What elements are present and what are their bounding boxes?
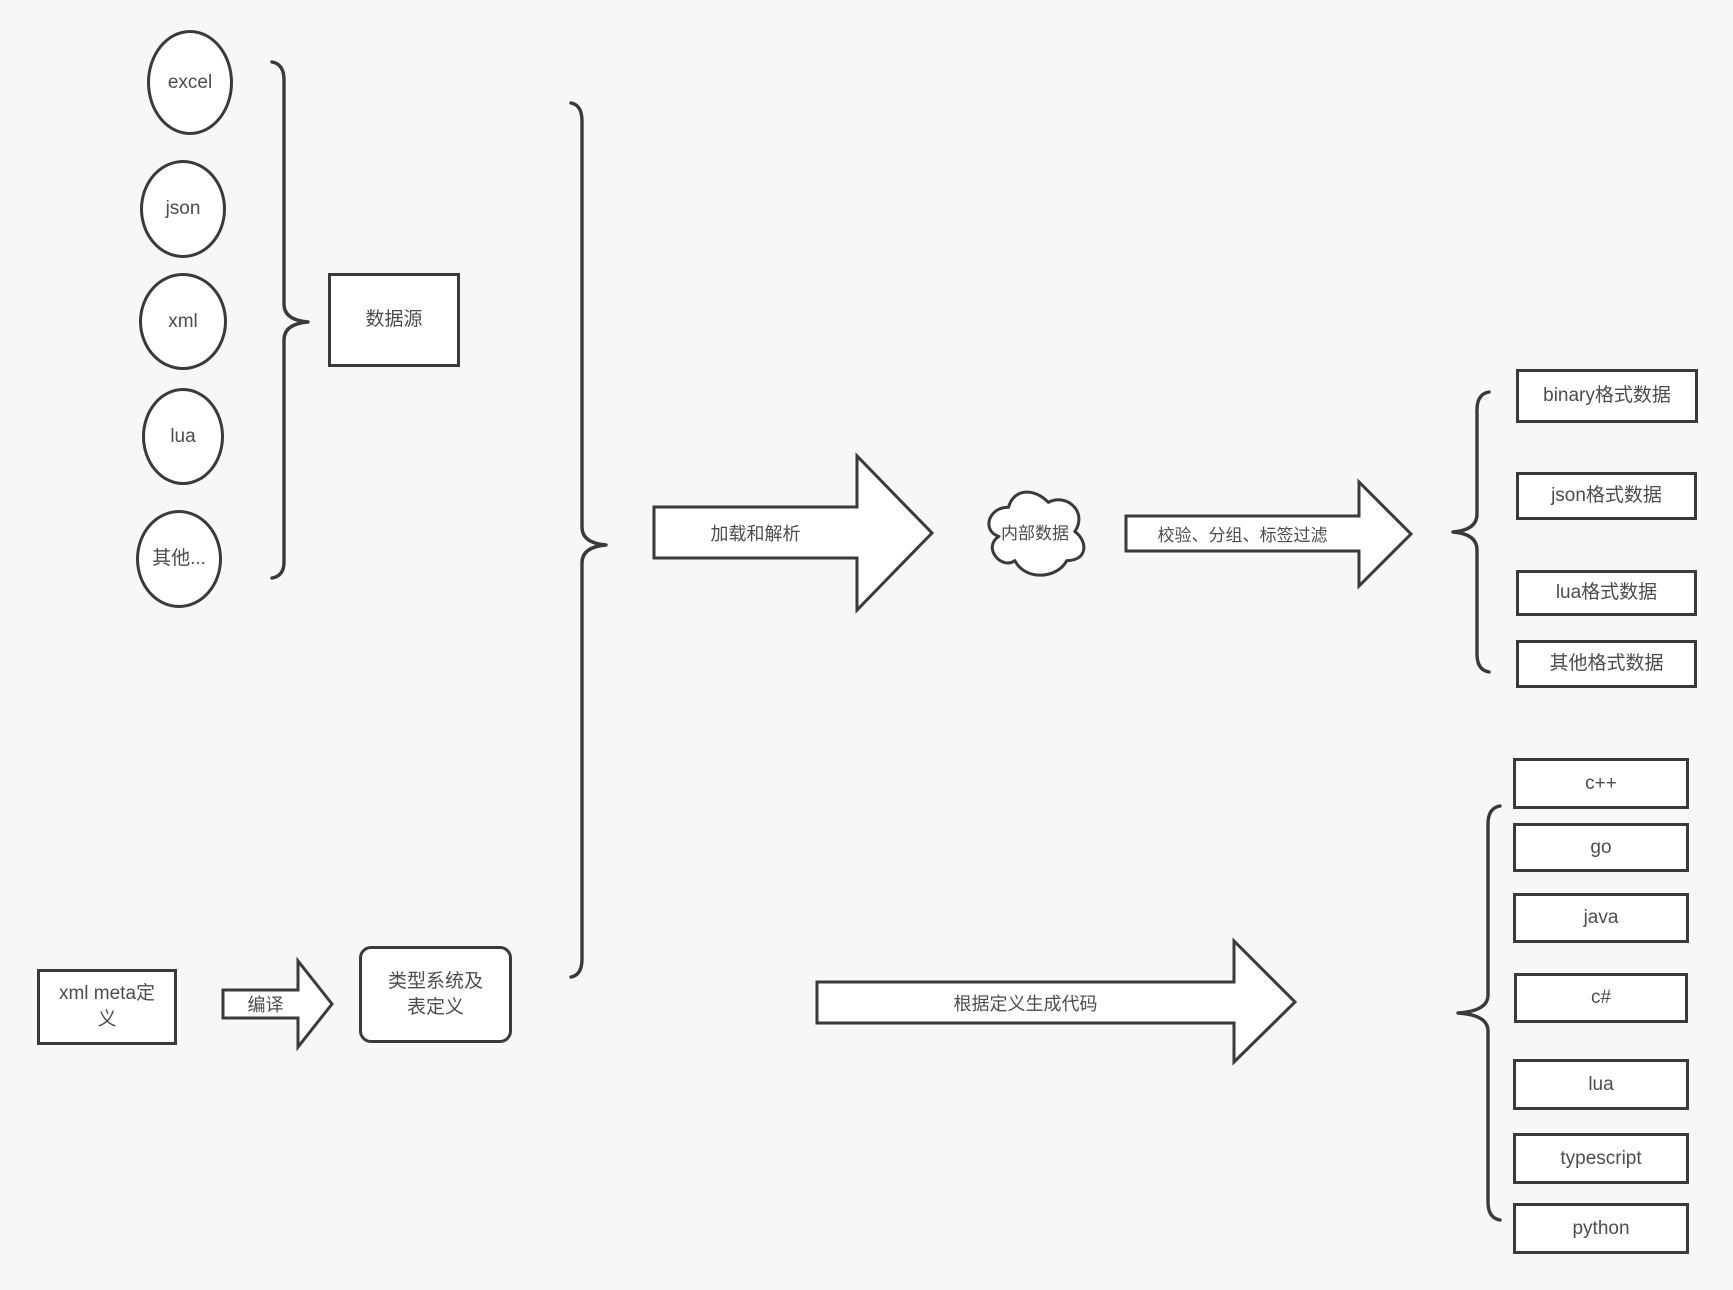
source-ellipse-lua-label: lua — [170, 425, 196, 447]
format-box-binary: binary格式数据 — [1516, 369, 1698, 423]
format-box-json: json格式数据 — [1516, 472, 1697, 520]
source-ellipse-xml: xml — [139, 273, 227, 370]
load-parse-arrow-shape — [652, 452, 935, 614]
source-ellipse-json: json — [140, 160, 226, 258]
language-box-cpp-label: c++ — [1585, 772, 1617, 794]
source-ellipse-other: 其他... — [136, 510, 222, 608]
format-box-other-label: 其他格式数据 — [1549, 653, 1664, 675]
language-box-python: python — [1513, 1203, 1689, 1254]
language-box-typescript: typescript — [1513, 1133, 1689, 1184]
language-box-java: java — [1513, 893, 1689, 943]
compile-arrow-label: 编译 — [247, 995, 284, 1015]
language-box-go-label: go — [1590, 836, 1612, 858]
source-ellipse-json-label: json — [165, 198, 201, 220]
format-box-lua-label: lua格式数据 — [1555, 582, 1658, 604]
language-box-lua: lua — [1513, 1059, 1689, 1110]
xml-meta-box-label: xml meta定义 — [58, 983, 156, 1030]
language-box-go: go — [1513, 823, 1689, 872]
internal-data-cloud-shape — [987, 490, 1086, 577]
language-box-typescript-label: typescript — [1560, 1147, 1642, 1169]
compile-arrow-shape — [221, 956, 334, 1052]
brace-sources-group — [270, 60, 310, 580]
format-box-binary-label: binary格式数据 — [1543, 385, 1671, 407]
data-source-box-label: 数据源 — [365, 309, 423, 331]
load-parse-arrow-label: 加载和解析 — [710, 523, 801, 544]
type-system-box: 类型系统及表定义 — [359, 946, 512, 1043]
language-box-python-label: python — [1572, 1217, 1630, 1239]
brace-inputs-group — [569, 101, 608, 979]
internal-data-cloud-label: 内部数据 — [1001, 524, 1069, 543]
language-box-cpp: c++ — [1513, 758, 1689, 809]
source-ellipse-lua: lua — [142, 388, 224, 485]
codegen-arrow-shape — [815, 937, 1298, 1066]
source-ellipse-other-label: 其他... — [152, 548, 206, 570]
format-box-json-label: json格式数据 — [1551, 485, 1662, 507]
language-box-csharp: c# — [1514, 973, 1688, 1023]
type-system-box-label: 类型系统及表定义 — [387, 970, 483, 1018]
language-box-java-label: java — [1583, 907, 1619, 929]
source-ellipse-xml-label: xml — [168, 310, 198, 332]
source-ellipse-excel: excel — [147, 30, 233, 135]
xml-meta-box: xml meta定义 — [37, 969, 177, 1045]
filter-arrow-shape — [1124, 478, 1414, 590]
codegen-arrow-label: 根据定义生成代码 — [953, 993, 1098, 1014]
language-box-csharp-label: c# — [1590, 987, 1612, 1009]
source-ellipse-excel-label: excel — [167, 71, 213, 93]
language-box-lua-label: lua — [1588, 1073, 1614, 1095]
brace-format-outputs — [1451, 390, 1491, 674]
format-box-lua: lua格式数据 — [1516, 570, 1697, 616]
brace-language-outputs — [1456, 804, 1502, 1222]
filter-arrow-label: 校验、分组、标签过滤 — [1157, 526, 1328, 545]
data-source-box: 数据源 — [328, 273, 460, 367]
format-box-other: 其他格式数据 — [1516, 640, 1697, 688]
